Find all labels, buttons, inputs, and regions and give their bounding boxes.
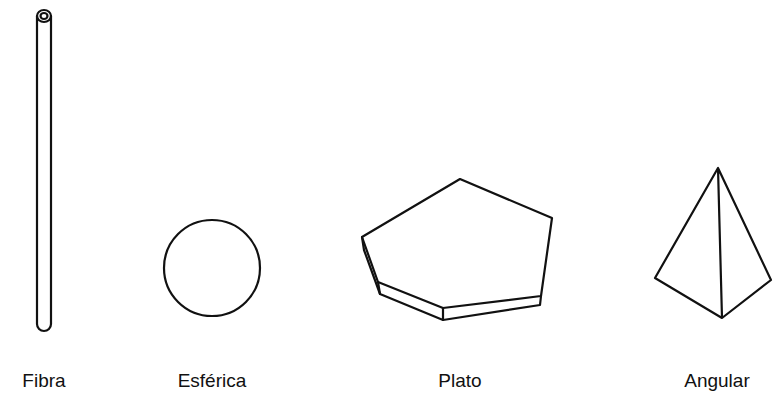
fiber-hole	[41, 13, 48, 19]
plate-edge	[362, 237, 541, 320]
pyramid	[655, 168, 771, 318]
fiber-end	[37, 10, 51, 22]
plate-edge	[378, 282, 443, 320]
shape-label: Plato	[438, 370, 481, 393]
sphere	[164, 220, 260, 316]
shape-label: Esférica	[178, 370, 247, 393]
plate-top	[362, 179, 552, 308]
shape-label: Angular	[684, 370, 750, 393]
shape-label: Fibra	[22, 370, 65, 393]
fiber-rod	[37, 16, 51, 331]
